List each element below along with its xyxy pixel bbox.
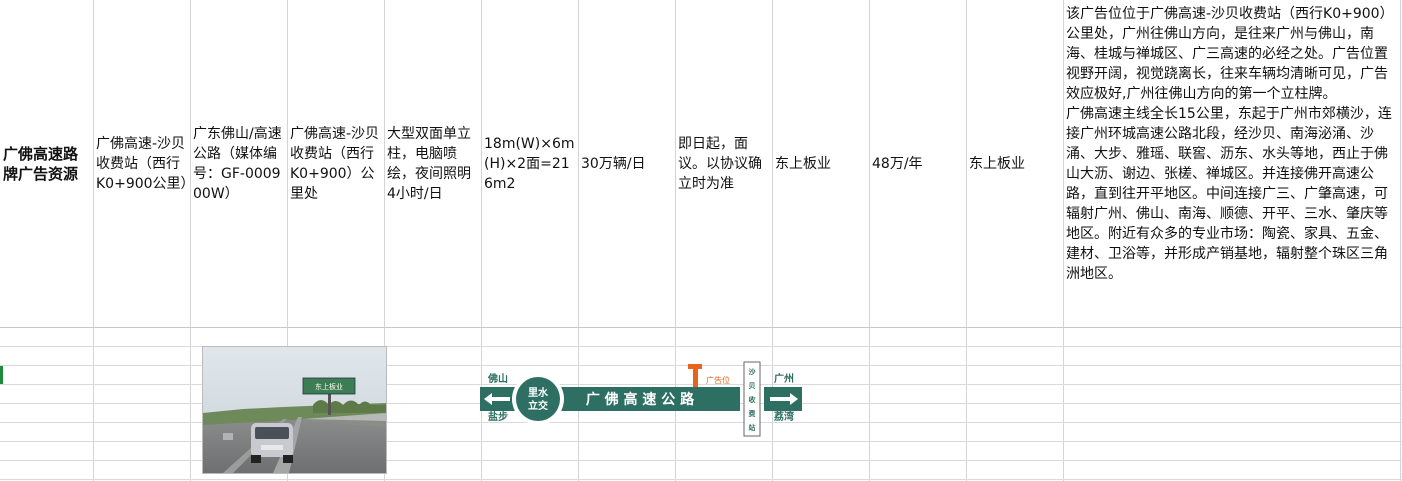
row-divider [0,441,1402,442]
toll-station-box [743,361,761,437]
right-top-label: 广州 [774,372,794,385]
cell-position[interactable]: 广佛高速-沙贝收费站（西行K0+900）公里处 [290,0,382,327]
route-diagram[interactable]: 里水 立交 佛山 盐步 广 佛 高 速 公 路 广告位 沙 贝 收 费 站 广州… [480,360,802,440]
toll-label-1: 沙 [749,368,756,376]
cell-size[interactable]: 18m(W)×6m(H)×2面=216m2 [484,0,576,327]
column-divider [481,0,482,481]
route-map-image: 里水 立交 佛山 盐步 广 佛 高 速 公 路 广告位 沙 贝 收 费 站 广州… [480,361,802,437]
left-bottom-label: 盐步 [488,410,508,423]
interchange-node [516,377,560,421]
right-bottom-label: 荔湾 [773,410,794,423]
agency-text: 东上板业 [969,155,1025,172]
row-divider [0,479,1402,480]
period-text: 即日起，面议。以协议确立时为准 [678,135,762,192]
price-text: 48万/年 [872,155,923,172]
owner-text: 东上板业 [775,155,831,172]
column-divider [287,0,288,481]
cell-description[interactable]: 该广告位位于广佛高速-沙贝收费站（西行K0+900）公里处，广州往佛山方向，是往… [1066,4,1396,326]
ad-marker-label: 广告位 [706,375,730,385]
cell-owner[interactable]: 东上板业 [775,0,867,327]
billboard-text: 东上板业 [315,382,343,391]
traffic-text: 30万辆/日 [581,155,646,172]
column-divider [966,0,967,481]
column-divider [869,0,870,481]
row-divider [0,422,1402,423]
row-divider [0,327,1402,328]
cell-road[interactable]: 广东佛山/高速公路（媒体编号：GF-000900W） [193,0,285,327]
toll-label-4: 费 [749,409,756,418]
interchange-label-1: 里水 [528,386,549,399]
ad-marker-top [688,364,702,369]
column-divider [93,0,94,481]
title-text: 广佛高速路牌广告资源 [3,144,79,183]
column-divider [675,0,676,481]
column-divider [190,0,191,481]
row-divider [0,460,1402,461]
toll-label-3: 收 [749,395,757,404]
column-divider [384,0,385,481]
arrow-left-icon [484,393,510,405]
cell-title[interactable]: 广佛高速路牌广告资源 [3,0,92,327]
interchange-label-2: 立交 [528,399,548,412]
column-divider [1400,0,1401,481]
row-divider [0,384,1402,385]
column-divider [1063,0,1064,481]
cell-traffic[interactable]: 30万辆/日 [581,0,673,327]
cell-location[interactable]: 广佛高速-沙贝收费站（西行K0+900公里） [96,0,188,327]
cell-price[interactable]: 48万/年 [872,0,964,327]
toll-label-2: 贝 [749,382,756,390]
size-text: 18m(W)×6m(H)×2面=216m2 [484,135,575,192]
road-name-label: 广 佛 高 速 公 路 [586,391,695,408]
location-text: 广佛高速-沙贝收费站（西行K0+900公里） [96,135,188,192]
format-text: 大型双面单立柱，电脑喷绘，夜间照明4小时/日 [387,125,471,202]
cell-period[interactable]: 即日起，面议。以协议确立时为准 [678,0,770,327]
column-divider [578,0,579,481]
road-text: 广东佛山/高速公路（媒体编号：GF-000900W） [193,125,282,202]
billboard-photo[interactable]: 东上板业 [202,346,387,474]
description-text: 该广告位位于广佛高速-沙贝收费站（西行K0+900）公里处，广州往佛山方向，是往… [1066,6,1394,282]
selected-row-indicator [0,366,3,384]
row-divider [0,346,1402,347]
position-text: 广佛高速-沙贝收费站（西行K0+900）公里处 [290,125,380,202]
cell-agency[interactable]: 东上板业 [969,0,1061,327]
column-divider [772,0,773,481]
ad-marker-icon [693,369,698,387]
cell-format[interactable]: 大型双面单立柱，电脑喷绘，夜间照明4小时/日 [387,0,479,327]
toll-label-5: 站 [749,423,756,432]
arrow-right-icon [770,393,798,405]
left-top-label: 佛山 [487,372,508,385]
highway-photo-image: 东上板业 [203,347,386,473]
